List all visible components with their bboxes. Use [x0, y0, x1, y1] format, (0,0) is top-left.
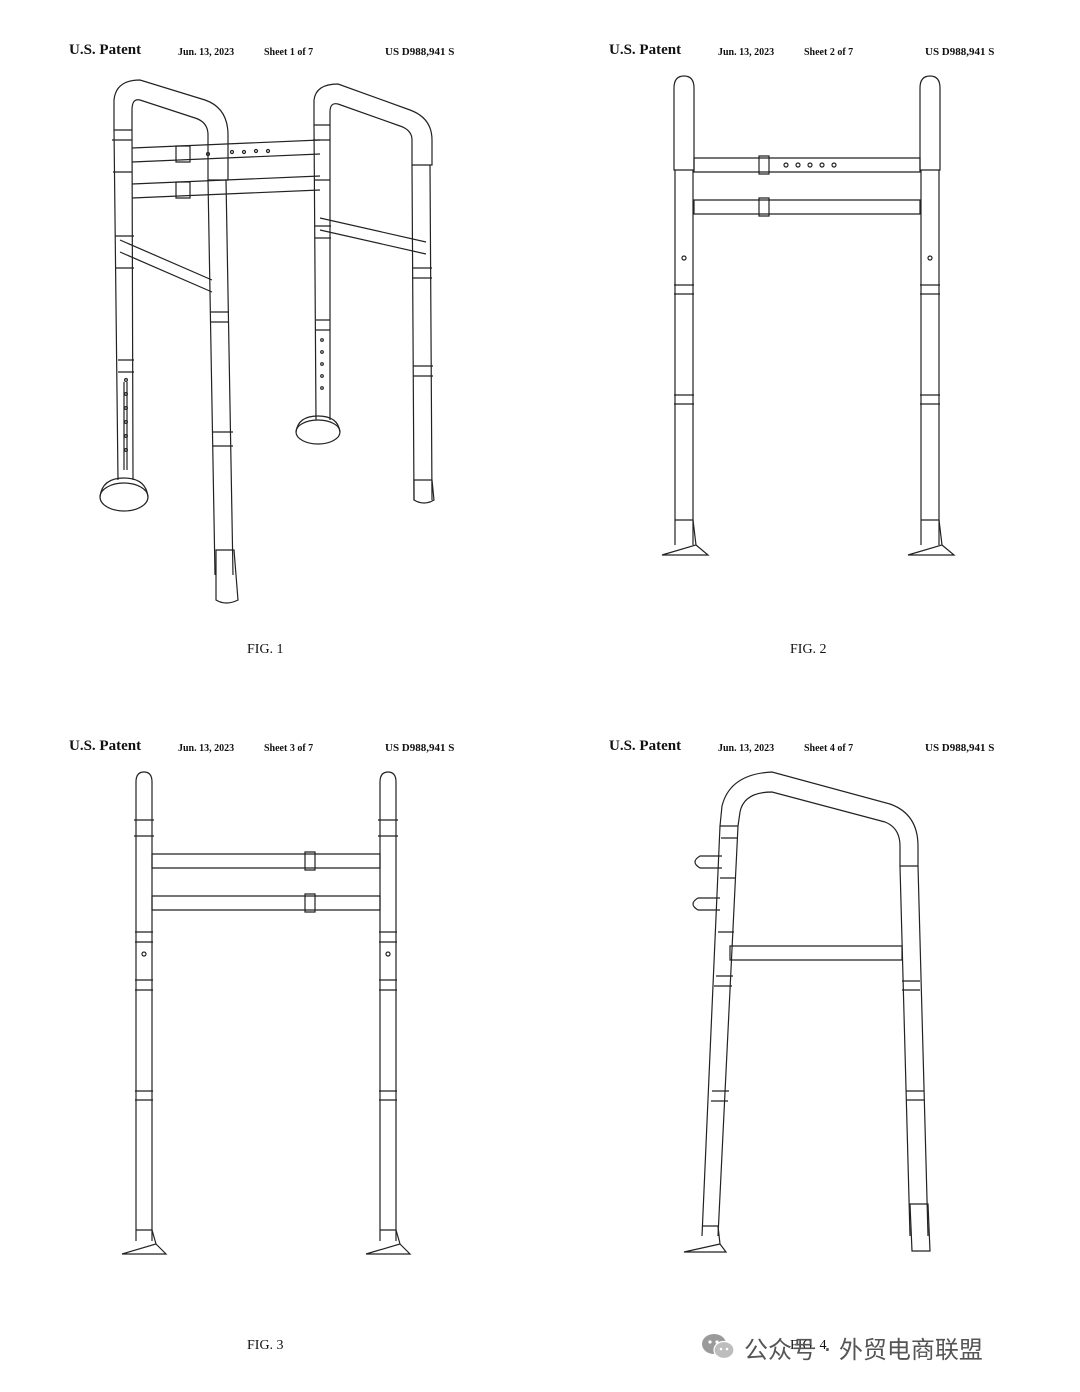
figure-label: FIG. 1	[247, 642, 284, 657]
patent-label: U.S. Patent	[69, 42, 142, 58]
wechat-watermark: 公众号 · 外贸电商联盟	[700, 1322, 1070, 1372]
fig4-side-drawing	[540, 696, 1080, 1392]
watermark-text: 公众号 · 外贸电商联盟	[744, 1335, 983, 1364]
patent-number: US D988,941 S	[925, 742, 995, 754]
patent-label: U.S. Patent	[609, 42, 682, 58]
wechat-icon	[702, 1334, 736, 1363]
patent-date: Jun. 13, 2023	[718, 47, 775, 58]
patent-date: Jun. 13, 2023	[178, 743, 235, 754]
figure-label: FIG. 4	[790, 1338, 827, 1353]
patent-sheet-3: U.S. Patent Jun. 13, 2023 Sheet 3 of 7 U…	[0, 696, 540, 1392]
fig2-front-drawing	[540, 0, 1080, 696]
patent-number: US D988,941 S	[385, 742, 455, 754]
patent-sheet-1: U.S. Patent Jun. 13, 2023 Sheet 1 of 7 U…	[0, 0, 540, 696]
patent-date: Jun. 13, 2023	[718, 743, 775, 754]
fig3-rear-drawing	[0, 696, 540, 1392]
patent-sheet-4: U.S. Patent Jun. 13, 2023 Sheet 4 of 7 U…	[540, 696, 1080, 1392]
sheet-number: Sheet 2 of 7	[804, 47, 854, 58]
patent-number: US D988,941 S	[385, 46, 455, 58]
sheet-number: Sheet 3 of 7	[264, 743, 314, 754]
figure-label: FIG. 3	[247, 1338, 284, 1353]
patent-number: US D988,941 S	[925, 46, 995, 58]
figure-label: FIG. 2	[790, 642, 827, 657]
fig1-perspective-drawing	[0, 0, 540, 696]
patent-label: U.S. Patent	[69, 738, 142, 754]
patent-sheet-2: U.S. Patent Jun. 13, 2023 Sheet 2 of 7 U…	[540, 0, 1080, 696]
sheet-number: Sheet 4 of 7	[804, 743, 854, 754]
patent-date: Jun. 13, 2023	[178, 47, 235, 58]
patent-label: U.S. Patent	[609, 738, 682, 754]
sheet-number: Sheet 1 of 7	[264, 47, 314, 58]
